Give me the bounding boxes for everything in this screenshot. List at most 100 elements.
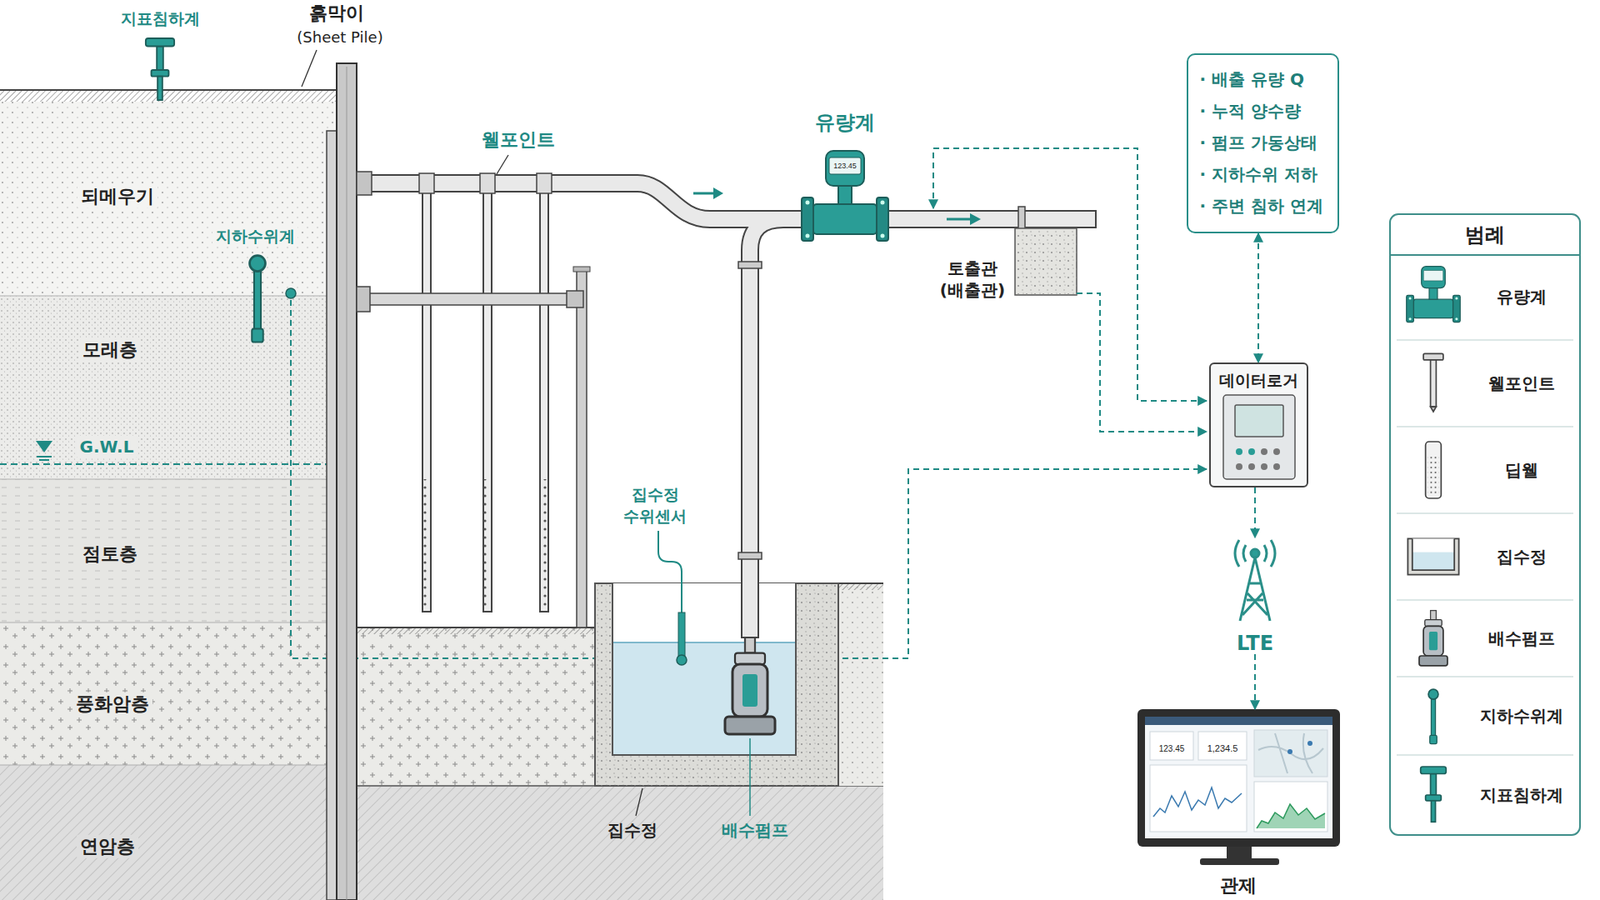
strut: [356, 286, 370, 312]
screen-value: 1,234.5: [1207, 743, 1239, 755]
discharge-pipe: [693, 192, 715, 195]
part-label: 배수펌프: [718, 819, 792, 841]
soil-layers: [0, 765, 337, 900]
control-monitor-icon: [1287, 749, 1293, 755]
sump-pit: [595, 583, 839, 786]
discharge-pipe: [480, 173, 495, 194]
legend-frame: [1428, 689, 1439, 744]
control-monitor-icon: [1200, 858, 1280, 865]
strut: [356, 266, 590, 628]
discharge-pipe: [750, 219, 784, 637]
datalogger-device: [1273, 463, 1280, 470]
instruments: [145, 38, 296, 343]
groundwater-level: [0, 440, 327, 465]
instrument-label: 지표침하계: [117, 8, 204, 30]
discharge-pipe: [1015, 228, 1077, 295]
node-title: LTE: [1236, 632, 1274, 655]
lte-tower-icon: [1235, 540, 1275, 567]
leader-lines: [635, 788, 643, 816]
lte-tower-icon: [1250, 549, 1260, 558]
groundwater-level: [35, 440, 53, 453]
part-label: 웰포인트: [478, 128, 559, 152]
leader-lines: [301, 50, 750, 816]
datalogger-box: 데이터로거: [1209, 362, 1309, 488]
soil-layers: [0, 479, 337, 623]
wellpoint-pipes: [422, 479, 431, 611]
legend-frame: [1419, 610, 1448, 666]
wellpoint-pipes: [426, 190, 545, 613]
sump-pit: [612, 583, 796, 755]
soil-layers: [0, 765, 337, 900]
signal-connector: [1254, 487, 1256, 538]
control-monitor-icon: [1153, 787, 1242, 817]
control-monitor-icon: [1198, 731, 1247, 760]
soil-layers: [838, 583, 884, 786]
info-item: · 배출 유량 Q: [1200, 63, 1326, 95]
sheet-pile: [326, 130, 337, 900]
datalogger-device: [1235, 448, 1243, 455]
legend-frame: [1390, 214, 1580, 835]
strut: [576, 270, 587, 628]
wellpoint-pipes: [540, 479, 549, 611]
soil-layers: [0, 295, 337, 765]
groundwater-level: [36, 456, 52, 460]
node-title: 관제: [1220, 875, 1257, 896]
info-item: · 펌프 가동상태: [1200, 126, 1326, 159]
legend-title: 범례: [1461, 222, 1509, 249]
control-monitor-icon: [1256, 804, 1325, 829]
lte-tower-icon: [1235, 540, 1275, 621]
soil-layers: [356, 785, 884, 900]
legend-frame: [1420, 766, 1447, 822]
sump-level-sensor: [658, 530, 687, 665]
discharge-pipe: [356, 171, 1097, 639]
soil-layers: [0, 89, 337, 91]
datalogger-device: [1260, 448, 1268, 455]
signal-lines: [1076, 293, 1207, 432]
legend-frame: [1425, 441, 1442, 499]
soil-layer-label: 점토층: [79, 542, 141, 566]
info-box: · 배출 유량 Q· 누적 양수량· 펌프 가동상태· 지하수위 저하· 주변 …: [1186, 53, 1340, 234]
soil-layers: [0, 90, 337, 102]
discharge-pipe: [368, 183, 1095, 220]
wellpoint-pipes: [483, 479, 492, 611]
legend-text: 딥웰: [1501, 459, 1542, 481]
datalogger-device: [1273, 448, 1280, 455]
legend-text: 지하수위계: [1476, 705, 1567, 727]
soil-layers: [0, 479, 337, 623]
datalogger-device: [1209, 362, 1309, 488]
soil-layers: [0, 295, 337, 480]
control-monitor-icon: [1254, 781, 1328, 832]
soil-layers: [0, 101, 337, 296]
sump-pit: [612, 583, 796, 755]
drainage-pump: [725, 636, 775, 735]
control-monitor-icon: [1256, 804, 1325, 829]
legend-text: 웰포인트: [1485, 372, 1559, 395]
soil-layers: [356, 785, 884, 900]
datalogger-device: [1260, 463, 1268, 470]
part-label: 집수정 수위센서: [613, 483, 696, 528]
control-monitor-icon: [1150, 765, 1247, 832]
gwl-label: G.W.L: [76, 435, 138, 458]
instruments: [250, 255, 266, 343]
wellpoint-pipes: [422, 190, 549, 613]
soil-layer-label: 모래층: [79, 338, 141, 362]
soil-layer-label: 되메우기: [77, 185, 158, 209]
leader-lines: [749, 738, 751, 816]
soil-layers: [838, 583, 884, 590]
leader-lines: [301, 50, 317, 87]
discharge-pipe: [536, 173, 552, 194]
datalogger-device: [1209, 362, 1309, 488]
part-label: 흙막이: [305, 1, 368, 25]
control-monitor-icon: [1254, 730, 1328, 777]
legend-frame: [1390, 254, 1580, 256]
discharge-pipe: [713, 187, 724, 200]
control-monitor-icon: [1137, 709, 1340, 847]
leader-lines: [496, 155, 509, 175]
display-value: 123.45: [833, 161, 857, 171]
groundwater-level: [0, 463, 327, 465]
legend-text: 지표침하계: [1476, 784, 1567, 806]
signal-connector: [1257, 233, 1260, 363]
